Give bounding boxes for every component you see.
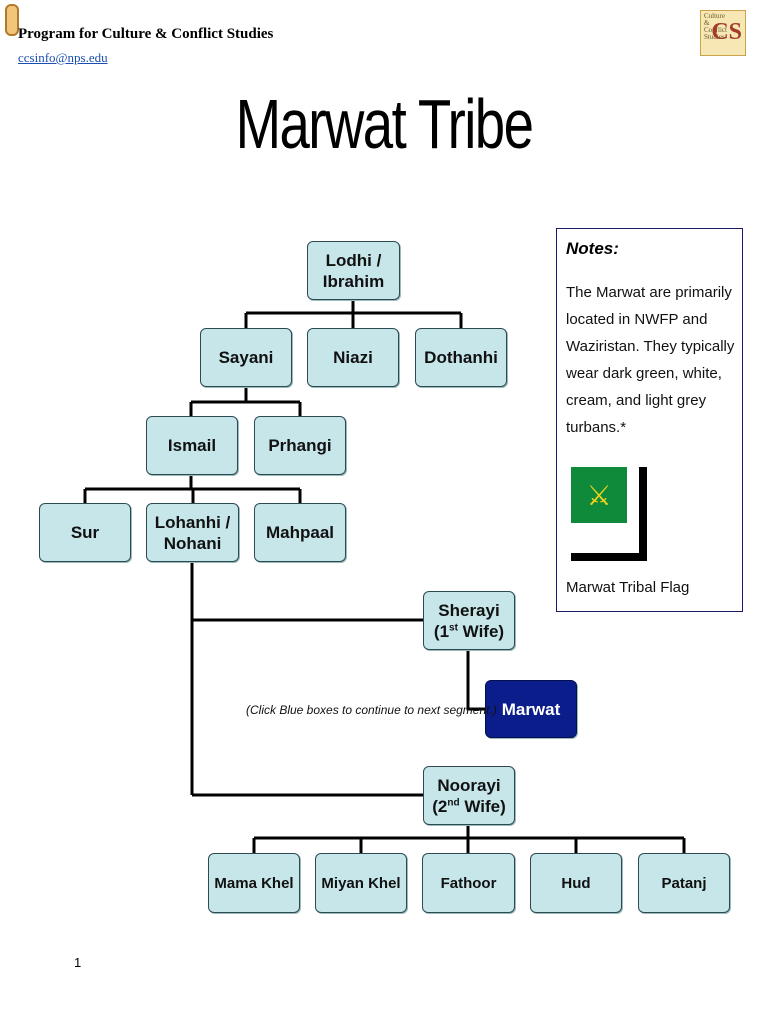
node-patanj: Patanj (638, 853, 730, 913)
node-sur: Sur (39, 503, 131, 562)
node-lodhi-ibrahim: Lodhi /Ibrahim (307, 241, 400, 300)
node-ordinal: 1 (439, 621, 450, 641)
flag-green-field: ⚔ (571, 467, 627, 523)
page-title: Marwat Tribe (235, 85, 534, 163)
marwat-flag: ⚔ (571, 467, 647, 561)
connector-ismail (83, 475, 302, 503)
node-label: Lodhi / (325, 250, 382, 270)
notes-title: Notes: (566, 239, 619, 258)
marwat-link-button[interactable]: Marwat (485, 680, 577, 738)
node-label: Nohani (163, 533, 222, 553)
node-label: Noorayi (437, 775, 501, 795)
connector-sayani (189, 387, 302, 416)
node-ordinal-suffix: nd (447, 796, 460, 808)
node-label: Lohanhi / (154, 512, 231, 532)
flag-caption: Marwat Tribal Flag (566, 579, 690, 596)
notes-panel: Notes: The Marwat are primarily located … (556, 228, 743, 612)
node-ordinal: 2 (437, 796, 448, 816)
node-label: Ibrahim (322, 271, 385, 291)
connector-sherayi (466, 650, 485, 711)
node-niazi: Niazi (307, 328, 399, 387)
node-fathoor: Fathoor (422, 853, 515, 913)
program-title: Program for Culture & Conflict Studies (18, 26, 274, 42)
connector-lohanhi (190, 562, 423, 797)
node-ismail: Ismail (146, 416, 238, 475)
notes-body: The Marwat are primarily located in NWFP… (566, 284, 735, 436)
node-label: Sherayi (438, 600, 500, 620)
email-link[interactable]: ccsinfo@nps.edu (18, 50, 108, 65)
node-lohanhi-nohani: Lohanhi /Nohani (146, 503, 239, 562)
node-sherayi: Sherayi(1st Wife) (423, 591, 515, 650)
node-ordinal-suffix: st (449, 621, 458, 633)
connector-noorayi (252, 825, 686, 853)
ccs-logo: Culture & Conflict Studies CS (700, 10, 746, 56)
logo-text: Culture & Conflict Studies (704, 12, 727, 41)
node-sayani: Sayani (200, 328, 292, 387)
crossed-axes-icon: ⚔ (586, 479, 612, 511)
node-miyan-khel: Miyan Khel (315, 853, 407, 913)
node-noorayi: Noorayi(2nd Wife) (423, 766, 515, 825)
navigation-hint: (Click Blue boxes to continue to next se… (246, 703, 497, 717)
node-wife: Wife (462, 621, 499, 641)
scroll-icon (5, 4, 19, 36)
page-number: 1 (74, 955, 82, 970)
node-mahpaal: Mahpaal (254, 503, 346, 562)
node-mama-khel: Mama Khel (208, 853, 300, 913)
node-prhangi: Prhangi (254, 416, 346, 475)
logo-letter: CS (711, 19, 742, 45)
node-wife: Wife (464, 796, 501, 816)
node-dothanhi: Dothanhi (415, 328, 507, 387)
node-hud: Hud (530, 853, 622, 913)
connector-lodhi (244, 300, 463, 328)
